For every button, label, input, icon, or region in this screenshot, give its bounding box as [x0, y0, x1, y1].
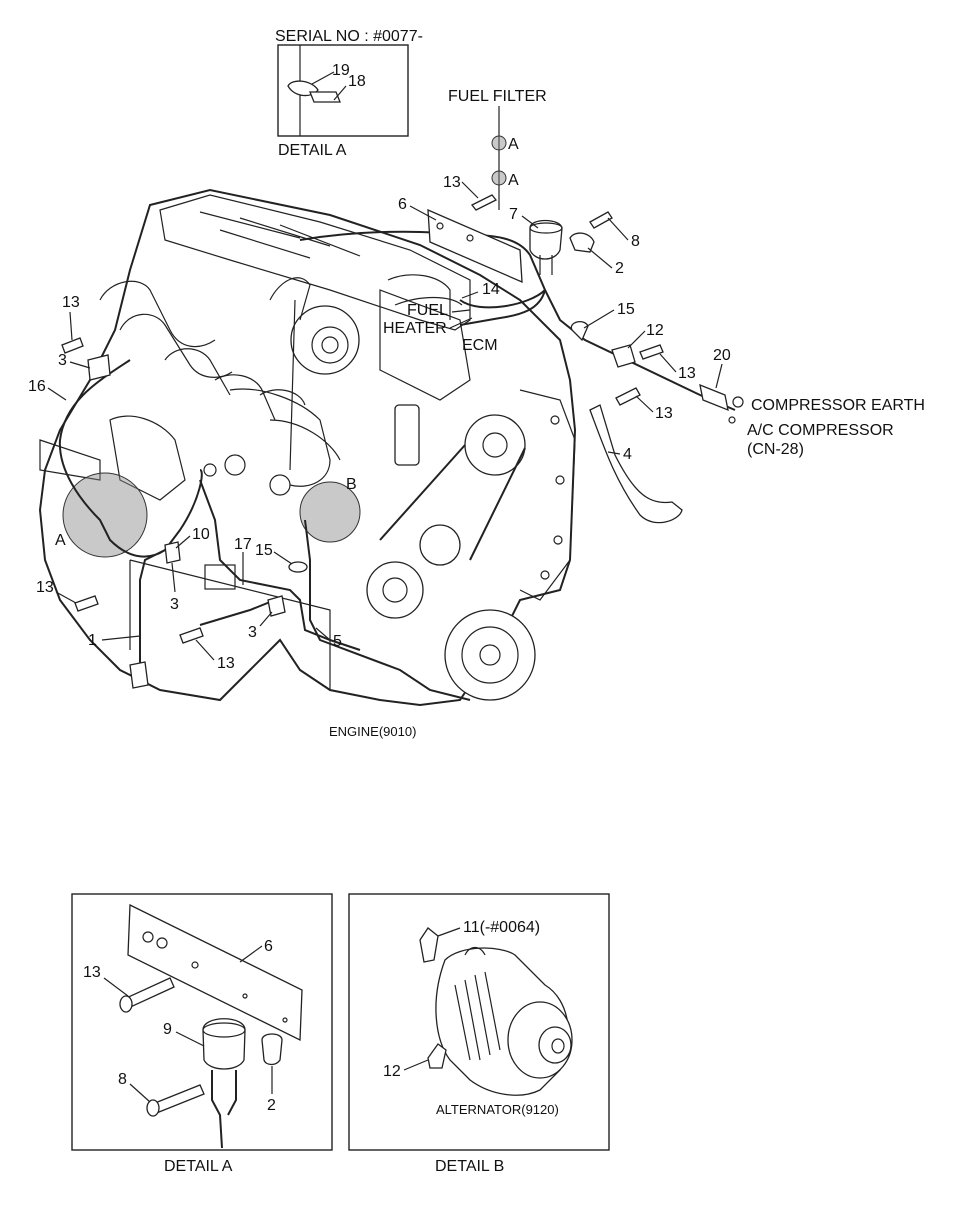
bolt-13-left-bottom: [74, 595, 99, 612]
label-15-mid: 15: [255, 542, 273, 559]
bolt-13-bottom: [179, 627, 204, 644]
label-13-left-top: 13: [62, 294, 80, 311]
engine-illustration: A B: [38, 188, 577, 707]
detail-a-label-9: 9: [163, 1021, 172, 1038]
bracket-12: [611, 344, 636, 368]
bolt-13-strap: [615, 387, 641, 406]
ac-compressor-label: A/C COMPRESSOR: [747, 422, 894, 439]
clip-19-18-part: [287, 80, 341, 103]
bolt-13-top: [470, 194, 498, 211]
right-side-parts: [570, 320, 744, 524]
ground-strap-4: [589, 404, 683, 524]
detail-a-label-13: 13: [83, 964, 101, 981]
serial-detail-frame: [277, 44, 409, 137]
detail-a-marker: A: [55, 532, 66, 549]
bracket-6-detail: [127, 903, 303, 1042]
detail-b-label-12: 12: [383, 1063, 401, 1080]
detail-a-frame: [71, 893, 333, 1151]
clip-15-mid: [288, 561, 308, 573]
label-14: 14: [482, 281, 500, 298]
connector-1: [129, 661, 149, 689]
detail-a-panel: 6 13 9 8 2 DETAIL A: [71, 893, 333, 1175]
detail-b-bottom-title: DETAIL B: [435, 1158, 504, 1175]
detail-b-zone: [299, 481, 361, 543]
heater-label: HEATER: [383, 320, 447, 337]
fuel-filter-7: [529, 219, 563, 260]
label-3-mid: 3: [170, 596, 179, 613]
label-6: 6: [398, 196, 407, 213]
bracket-11-detail: [419, 927, 439, 963]
alternator-pulley-detail: [538, 1026, 572, 1064]
clip-15: [570, 320, 589, 342]
compressor-earth-label: COMPRESSOR EARTH: [751, 397, 925, 414]
detail-a-label-6: 6: [264, 938, 273, 955]
label-16: 16: [28, 378, 46, 395]
idler-pulley: [419, 524, 461, 566]
connector-a-lower-marker: [491, 170, 507, 186]
bolt-13-left-top: [61, 337, 84, 354]
label-19: 19: [332, 62, 350, 79]
label-3-low: 3: [248, 624, 257, 641]
label-4: 4: [623, 446, 632, 463]
engine-callout-labels: 13 6 7 8 2 14 FUEL HEATER ECM 15 12 13 2…: [28, 174, 925, 672]
label-13-top: 13: [443, 174, 461, 191]
clamp-2-detail: [261, 1033, 283, 1066]
label-18: 18: [348, 73, 366, 90]
marker-a-lower: A: [508, 172, 519, 189]
turbocharger: [290, 305, 360, 375]
label-17: 17: [234, 536, 252, 553]
connector-20: [699, 383, 729, 412]
bolt-8: [589, 211, 613, 229]
marker-a-upper: A: [508, 136, 519, 153]
label-1: 1: [88, 632, 97, 649]
serial-number-label: SERIAL NO : #0077-: [275, 28, 423, 45]
label-3-left: 3: [58, 352, 67, 369]
ecm-label: ECM: [462, 337, 498, 354]
label-13-bottom: 13: [217, 655, 235, 672]
label-2: 2: [615, 260, 624, 277]
clamp-3-left: [87, 354, 111, 381]
crank-pulley: [444, 609, 536, 701]
cn28-label: (CN-28): [747, 441, 804, 458]
alternator-caption: ALTERNATOR(9120): [436, 1102, 559, 1117]
detail-a-zone: [62, 472, 148, 558]
fuel-filter-9-detail: [202, 1018, 246, 1070]
label-12: 12: [646, 322, 664, 339]
connector-a-upper-marker: [491, 135, 507, 151]
bracket-12-detail: [427, 1043, 447, 1069]
label-13-left-bottom: 13: [36, 579, 54, 596]
detail-b-frame: [348, 893, 610, 1151]
serial-detail-panel: SERIAL NO : #0077- 19 18 DETAIL A: [275, 28, 423, 159]
label-15-right: 15: [617, 301, 635, 318]
engine-caption: ENGINE(9010): [329, 724, 416, 739]
label-5: 5: [333, 633, 342, 650]
fuel-filter-callout: FUEL FILTER A A: [448, 88, 547, 210]
label-8: 8: [631, 233, 640, 250]
serial-detail-a-title: DETAIL A: [278, 142, 347, 159]
label-20: 20: [713, 347, 731, 364]
detail-b-label-11: 11(-#0064): [463, 919, 540, 936]
detail-a-label-2: 2: [267, 1097, 276, 1114]
clamp-3-mid: [164, 541, 181, 564]
fuel-label: FUEL: [407, 302, 448, 319]
fuel-filter-label: FUEL FILTER: [448, 88, 547, 105]
alternator-pulley: [366, 561, 424, 619]
bracket-6: [427, 208, 523, 284]
label-7: 7: [509, 206, 518, 223]
clamp-2: [569, 232, 595, 253]
detail-b-panel: 11(-#0064) 12 ALTERNATOR(9120) DETAIL B: [348, 893, 610, 1175]
label-10: 10: [192, 526, 210, 543]
label-13-right: 13: [678, 365, 696, 382]
detail-a-bottom-title: DETAIL A: [164, 1158, 233, 1175]
detail-a-label-8: 8: [118, 1071, 127, 1088]
label-13-strap: 13: [655, 405, 673, 422]
clamp-3-low: [267, 595, 286, 617]
bolt-13-right: [639, 344, 664, 360]
fuel-filter-parts: [427, 194, 613, 284]
detail-b-marker: B: [346, 476, 357, 493]
